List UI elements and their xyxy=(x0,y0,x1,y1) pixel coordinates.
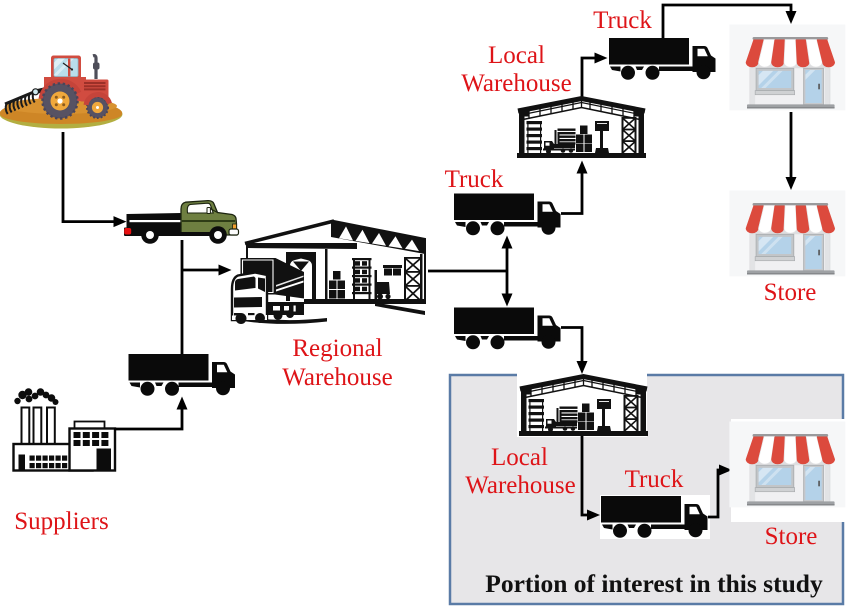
svg-text:Warehouse: Warehouse xyxy=(465,472,575,499)
svg-text:Suppliers: Suppliers xyxy=(14,508,108,535)
svg-text:Warehouse: Warehouse xyxy=(461,70,571,97)
svg-text:Local: Local xyxy=(488,42,545,69)
svg-text:Portion of interest in this st: Portion of interest in this study xyxy=(485,569,823,598)
svg-text:Truck: Truck xyxy=(593,7,652,34)
svg-text:Warehouse: Warehouse xyxy=(282,364,392,391)
svg-text:Truck: Truck xyxy=(625,466,684,493)
svg-text:Local: Local xyxy=(491,444,548,471)
svg-text:Regional: Regional xyxy=(292,335,382,362)
svg-text:Truck: Truck xyxy=(445,166,504,193)
svg-text:Store: Store xyxy=(765,523,818,550)
svg-text:Store: Store xyxy=(764,279,817,306)
